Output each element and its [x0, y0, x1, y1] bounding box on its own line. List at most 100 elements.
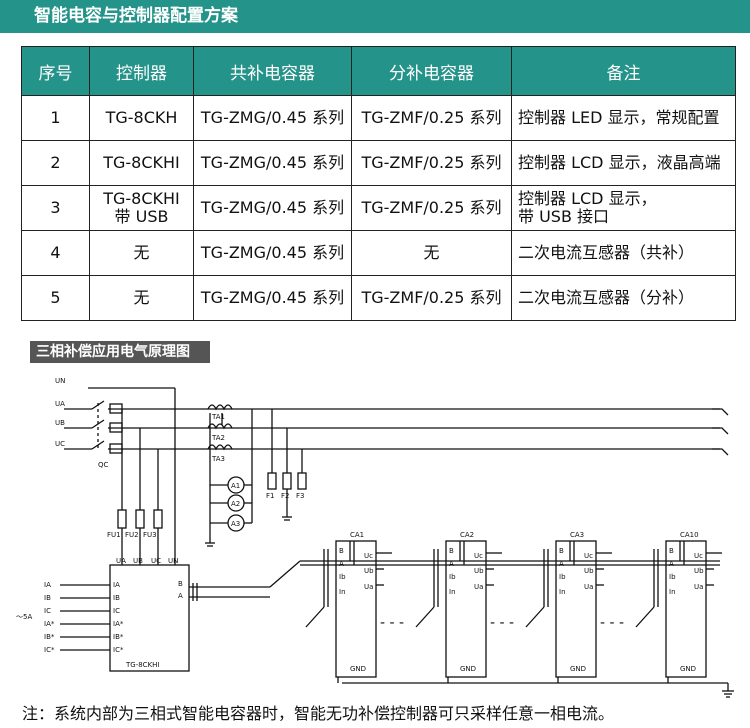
- label-a2: A2: [231, 500, 240, 508]
- cap-term: In: [339, 588, 346, 596]
- cap-term: Ua: [364, 583, 373, 591]
- label-ctrl-in: IA*: [113, 620, 124, 628]
- cap-term: Ib: [339, 573, 346, 581]
- label-current: ～5A: [16, 613, 32, 621]
- column-header: 序号: [21, 46, 90, 96]
- cap-term: Ub: [694, 567, 704, 575]
- label-ub: UB: [55, 419, 65, 427]
- label-ta1: TA1: [211, 413, 225, 421]
- cap-term: Uc: [584, 552, 593, 560]
- cap-term: Uc: [474, 552, 483, 560]
- label-ua: UA: [55, 400, 65, 408]
- column-header: 分补电容器: [351, 46, 512, 96]
- table-cell: 2: [21, 140, 90, 186]
- table-cell: 3: [21, 185, 90, 231]
- table-cell: TG-ZMG/0.45 系列: [193, 230, 352, 276]
- cap-gnd: GND: [680, 665, 696, 673]
- label-ctrl-in: IA: [113, 581, 120, 589]
- capacitor-name: CA2: [460, 531, 474, 539]
- wiring-diagram: UN UA UB UC QC TA1 TA2 TA3 A1 A2 A3 F1 F…: [16, 377, 734, 698]
- label-fu1: FU1: [107, 531, 121, 539]
- cap-term: A: [449, 560, 454, 568]
- cap-term: B: [449, 547, 454, 555]
- table-cell: TG-ZMG/0.45 系列: [193, 275, 352, 321]
- table-cell: TG-ZMF/0.25 系列: [351, 95, 512, 141]
- label-ctrl-in: IB: [113, 594, 120, 602]
- cap-term: B: [339, 547, 344, 555]
- label-un: UN: [55, 377, 65, 385]
- label-ctrl-in: IB*: [113, 633, 124, 641]
- table-cell: 二次电流互感器（共补）: [511, 230, 736, 276]
- label-ctrl-in: IC: [113, 607, 120, 615]
- dashes-3: - - -: [600, 615, 624, 631]
- capacitor-name: CA3: [570, 531, 584, 539]
- cap-gnd: GND: [570, 665, 586, 673]
- label-fu3: FU3: [143, 531, 157, 539]
- table-cell: 无: [89, 275, 194, 321]
- label-ext-in: IB*: [44, 633, 55, 641]
- cap-term: B: [669, 547, 674, 555]
- label-uc: UC: [55, 440, 65, 448]
- table-cell: 4: [21, 230, 90, 276]
- label-ctrl-in: IC*: [113, 646, 124, 654]
- label-fu2: FU2: [125, 531, 139, 539]
- cap-term: In: [669, 588, 676, 596]
- label-f2: F2: [281, 492, 289, 500]
- table-cell: TG-8CKH: [89, 95, 194, 141]
- table-cell: TG-ZMF/0.25 系列: [351, 140, 512, 186]
- label-ext-in: IA*: [44, 620, 55, 628]
- cap-term: A: [669, 560, 674, 568]
- cap-gnd: GND: [350, 665, 366, 673]
- footnote: 注：系统内部为三相式智能电容器时，智能无功补偿控制器可只采样任意一相电流。: [22, 704, 615, 723]
- cap-term: In: [449, 588, 456, 596]
- column-header: 共补电容器: [193, 46, 352, 96]
- cap-term: A: [339, 560, 344, 568]
- dashes-2: - - -: [490, 615, 514, 631]
- label-ctrl-ua: UA: [116, 557, 126, 565]
- cap-gnd: GND: [460, 665, 476, 673]
- cap-term: Uc: [694, 552, 703, 560]
- label-f3: F3: [296, 492, 304, 500]
- table-cell: TG-ZMF/0.25 系列: [351, 275, 512, 321]
- table-cell: 1: [21, 95, 90, 141]
- table-cell: 无: [89, 230, 194, 276]
- capacitor-module: [445, 540, 487, 678]
- cap-term: In: [559, 588, 566, 596]
- cap-term: Ua: [694, 583, 703, 591]
- cap-term: B: [559, 547, 564, 555]
- page-title: 智能电容与控制器配置方案: [0, 0, 750, 33]
- label-qc: QC: [98, 461, 109, 469]
- column-header: 备注: [511, 46, 736, 96]
- label-ctrl-b: B: [178, 580, 183, 588]
- label-f1: F1: [266, 492, 274, 500]
- table-cell: TG-ZMF/0.25 系列: [351, 185, 512, 231]
- label-ta2: TA2: [211, 434, 225, 442]
- table-cell: 控制器 LCD 显示，带 USB 接口: [511, 185, 736, 231]
- diagram-title: 三相补偿应用电气原理图: [30, 341, 210, 363]
- label-ext-in: IB: [44, 594, 51, 602]
- table-cell: 无: [351, 230, 512, 276]
- table-cell: 控制器 LCD 显示，液晶高端: [511, 140, 736, 186]
- label-ctrl-ub: UB: [133, 557, 143, 565]
- cap-term: Ib: [559, 573, 566, 581]
- capacitor-module: [665, 540, 707, 678]
- cap-term: Ib: [449, 573, 456, 581]
- table-cell: TG-8CKHI: [89, 140, 194, 186]
- cap-term: Ub: [474, 567, 484, 575]
- capacitor-module: [335, 540, 377, 678]
- table-cell: TG-ZMG/0.45 系列: [193, 140, 352, 186]
- table-header-row: 序号 控制器 共补电容器 分补电容器 备注: [21, 46, 736, 96]
- label-ctrl-name: TG-8CKHI: [125, 661, 160, 669]
- label-ext-in: IC*: [44, 646, 55, 654]
- label-ext-in: IC: [44, 607, 51, 615]
- table-cell: 二次电流互感器（分补）: [511, 275, 736, 321]
- table-cell: TG-ZMG/0.45 系列: [193, 185, 352, 231]
- label-ext-in: IA: [44, 581, 51, 589]
- label-ctrl-a: A: [178, 592, 183, 600]
